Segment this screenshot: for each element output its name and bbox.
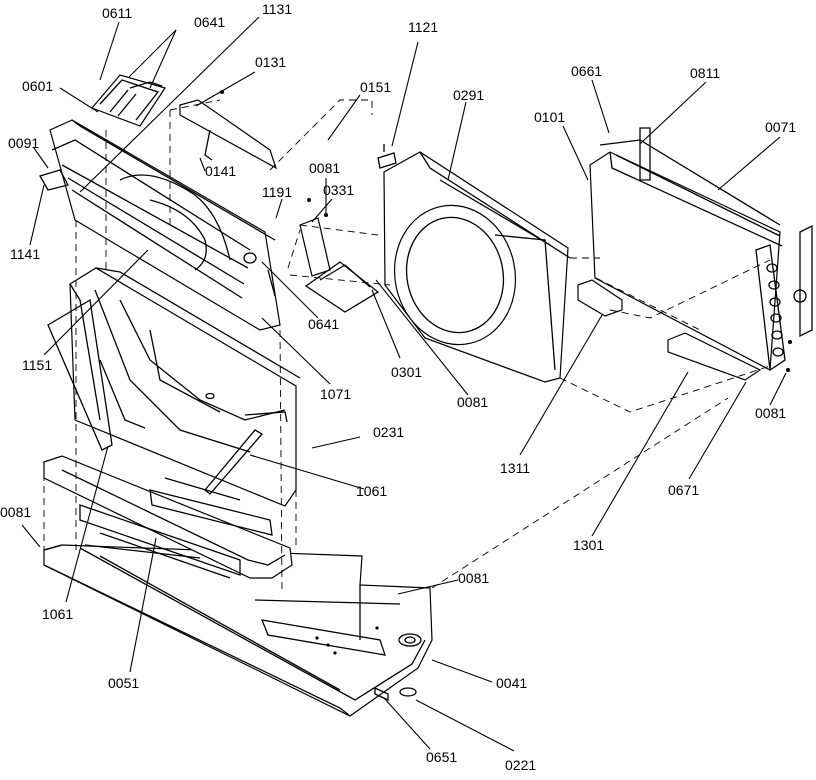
part-label: 1191 [262, 184, 292, 200]
part-label: 0071 [765, 119, 796, 135]
part-label: 0601 [22, 78, 53, 94]
part-labels: 0611 0641 1131 0131 0601 0091 1141 0141 … [0, 1, 796, 773]
part-label: 0091 [8, 135, 39, 151]
base-pan [43, 544, 433, 717]
foam-blocks [577, 279, 762, 381]
part-label: 1131 [262, 1, 292, 17]
part-label: 1071 [320, 386, 351, 402]
part-label: 1311 [500, 460, 530, 476]
clip [377, 144, 397, 169]
part-label: 0611 [102, 5, 132, 21]
part-label: 0081 [458, 570, 489, 586]
part-label: 0041 [496, 675, 527, 691]
part-label: 0101 [534, 109, 565, 125]
part-label: 0331 [323, 182, 354, 198]
part-label: 0051 [108, 675, 139, 691]
fan-shroud [383, 151, 571, 383]
part-label: 0221 [505, 757, 536, 773]
part-label: 1151 [22, 357, 52, 373]
part-label: 0671 [668, 482, 699, 498]
control-box [90, 74, 166, 127]
part-label: 0081 [0, 504, 31, 520]
part-label: 0811 [690, 65, 720, 81]
part-label: 0641 [194, 14, 225, 30]
part-label: 0661 [571, 63, 602, 79]
part-label: 1301 [573, 537, 604, 553]
part-label: 1061 [42, 606, 73, 622]
part-label: 0131 [255, 54, 286, 70]
drain-tray [43, 455, 293, 579]
part-label: 1141 [10, 246, 40, 262]
part-label: 0641 [308, 316, 339, 332]
drain-hose [204, 429, 264, 495]
part-label: 0301 [391, 364, 422, 380]
part-label: 1121 [408, 19, 438, 35]
part-label: 1061 [356, 483, 387, 499]
condenser-coil [589, 127, 813, 372]
motor-bracket [299, 198, 380, 313]
part-label: 0081 [755, 405, 786, 421]
part-label: 0141 [205, 163, 236, 179]
part-label: 0231 [373, 424, 404, 440]
leader-lines [21, 16, 787, 752]
part-label: 0651 [426, 749, 457, 765]
air-deflector [179, 90, 278, 170]
part-label: 0081 [309, 160, 340, 176]
part-label: 0151 [360, 79, 391, 95]
part-label: 0291 [453, 87, 484, 103]
part-label: 0081 [457, 394, 488, 410]
